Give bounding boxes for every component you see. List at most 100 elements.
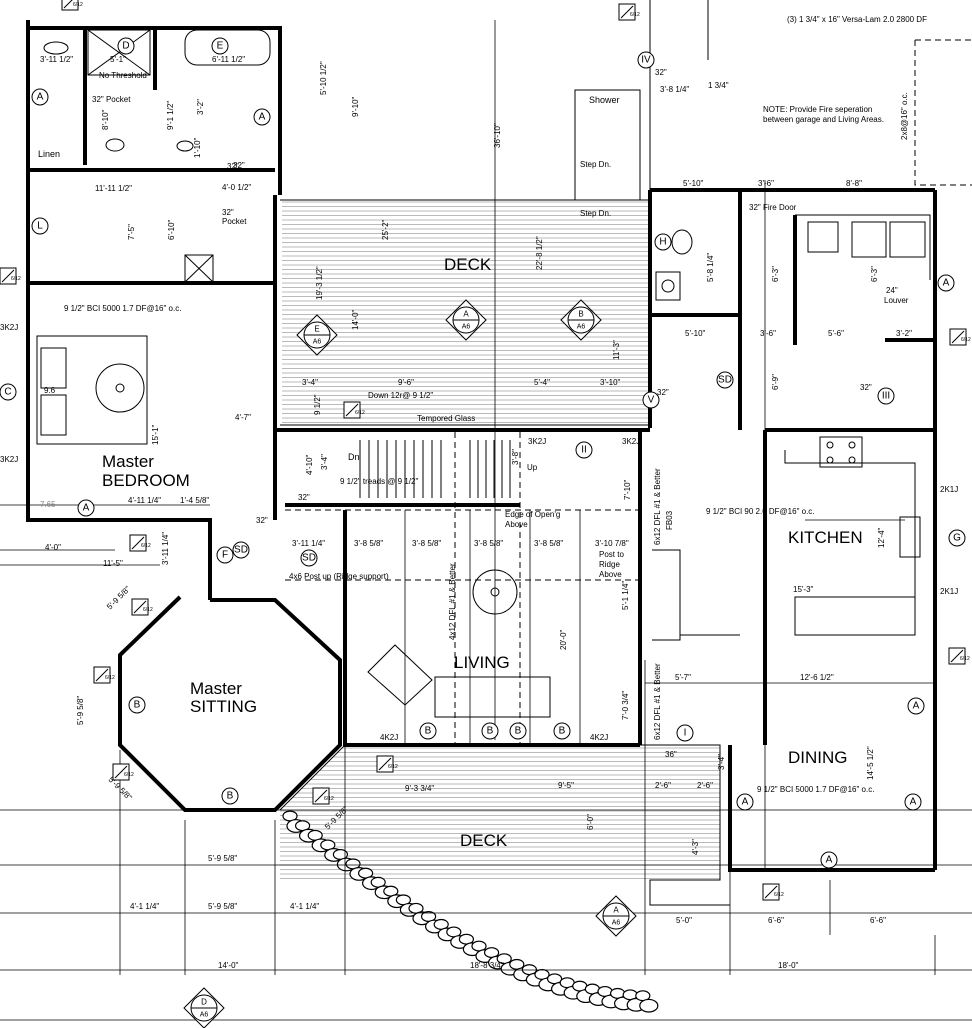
dim-d60: 20'-0" bbox=[559, 629, 568, 650]
dim-d45: 12'-4" bbox=[877, 527, 886, 548]
tag-window-f: F bbox=[216, 546, 234, 564]
tag-label: IV bbox=[641, 55, 651, 66]
tag-label: A bbox=[259, 112, 266, 123]
section-letter: A bbox=[463, 310, 469, 319]
pitch-label: 6/12 bbox=[105, 675, 115, 681]
roof-pitch-symbol: 6/12 bbox=[949, 328, 971, 346]
dim-d72: 6'-0" bbox=[586, 814, 595, 830]
dim-d37: 3'-10" bbox=[600, 378, 621, 387]
tag-door-1: I bbox=[676, 724, 694, 742]
note-garage-2: between garage and Living Areas. bbox=[763, 115, 884, 124]
tag-label: B bbox=[134, 700, 141, 711]
dim-d16: 7'-5" bbox=[127, 224, 136, 240]
dim-d47: 1'-4 5/8" bbox=[180, 496, 209, 505]
note-pocket-1: 32" Pocket bbox=[92, 95, 131, 104]
dim-d24: 8'-8" bbox=[846, 179, 862, 188]
roof-pitch-symbol: 6/12 bbox=[618, 3, 640, 21]
tag-label: B bbox=[487, 726, 494, 737]
tag-window-b: B bbox=[221, 787, 239, 805]
dim-d54: 3'-8 5/8" bbox=[474, 539, 503, 548]
tag-label: G bbox=[953, 533, 961, 544]
tag-label: B bbox=[515, 726, 522, 737]
dim-d53: 3'-8 5/8" bbox=[412, 539, 441, 548]
roof-pitch-symbol: 6/12 bbox=[61, 0, 83, 11]
dim-d28: 5'-10" bbox=[685, 329, 706, 338]
dim-d59: 5'-1 1/4" bbox=[621, 581, 630, 610]
note-fire-door: 32" Fire Door bbox=[749, 203, 797, 212]
note-pocket-2: 32" bbox=[222, 208, 234, 217]
dim-d55: 3'-8 5/8" bbox=[534, 539, 563, 548]
section-letter: B bbox=[578, 310, 583, 319]
roof-pitch-symbol: 6/12 bbox=[312, 787, 334, 805]
dim-d49: 3'-11 1/4" bbox=[161, 532, 170, 565]
dim-d15: 4'-0 1/2" bbox=[222, 183, 251, 192]
note-edge-opening-1: Edge of Open'g bbox=[505, 510, 560, 519]
tag-label: A bbox=[943, 278, 950, 289]
note-joist-ceiling: 2x8@16" o.c. bbox=[900, 92, 909, 140]
dim-d17: 6'-10" bbox=[167, 219, 176, 240]
tag-door-3: III bbox=[877, 387, 895, 405]
header-4k2j-b: 4K2J bbox=[590, 733, 608, 742]
tag-sd: SD bbox=[232, 541, 250, 559]
tag-window-g: G bbox=[948, 529, 966, 547]
room-label-shower: Shower bbox=[589, 95, 620, 105]
note-door-32-c: 32" bbox=[256, 516, 268, 525]
dim-d44: 7'-10" bbox=[623, 479, 632, 500]
dim-d39: 4'-7" bbox=[235, 413, 251, 422]
dim-d36: 5'-4" bbox=[534, 378, 550, 387]
dim-d48: 4'-0" bbox=[45, 543, 61, 552]
dim-d77: 4'-1 1/4" bbox=[290, 902, 319, 911]
pitch-label: 6/12 bbox=[960, 656, 970, 662]
dim-d25: 5'-8 1/4" bbox=[706, 253, 715, 282]
tag-label: C bbox=[4, 387, 11, 398]
pitch-label: 6/12 bbox=[630, 12, 640, 18]
note-louver-2: Louver bbox=[884, 296, 909, 305]
dim-d35: 9'-6" bbox=[398, 378, 414, 387]
note-treads: 9 1/2" treads @ 9 1/2" bbox=[340, 477, 418, 486]
dim-d14: 11'-11 1/2" bbox=[95, 184, 132, 193]
section-marker: D A6 bbox=[183, 987, 225, 1028]
dim-d64: 7'-0 3/4" bbox=[621, 691, 630, 720]
pitch-label: 6/12 bbox=[961, 337, 971, 343]
room-label-deck-lower: DECK bbox=[460, 831, 508, 850]
dim-d75: 4'-1 1/4" bbox=[130, 902, 159, 911]
dim-d38: 15'-1" bbox=[151, 424, 160, 445]
dim-d11: 9'-1 1/2" bbox=[166, 101, 175, 130]
dim-d80: 6'-6" bbox=[870, 916, 886, 925]
tag-window-a: A bbox=[820, 851, 838, 869]
tag-label: SD bbox=[302, 553, 316, 564]
dim-d08: 3'-8 1/4" bbox=[660, 85, 689, 94]
section-letter: D bbox=[201, 998, 207, 1007]
section-sheet: A6 bbox=[200, 1012, 209, 1019]
dim-d58: 5'-9 5/8" bbox=[76, 696, 85, 725]
note-bci-kitchen: 9 1/2" BCI 90 2.0 DF@16" o.c. bbox=[706, 507, 815, 516]
dim-d05: 9'-10" bbox=[351, 96, 360, 117]
dim-d07: 32" bbox=[233, 161, 245, 170]
header-2k1j-b: 2K1J bbox=[940, 587, 958, 596]
tag-label: I bbox=[684, 728, 687, 739]
pitch-label: 6/12 bbox=[73, 2, 83, 8]
roof-pitch-symbol: 6/12 bbox=[131, 598, 153, 616]
section-marker: BA6 bbox=[560, 299, 602, 341]
dim-d18: 25'-2" bbox=[381, 219, 390, 240]
stone-path bbox=[282, 810, 659, 1013]
note-post-ridge: 4x6 Post up (Ridge support) bbox=[289, 572, 389, 581]
dim-d66: 9'-3 3/4" bbox=[405, 784, 434, 793]
note-post-to-ridge-2: Ridge bbox=[599, 560, 620, 569]
tag-window-b: B bbox=[481, 722, 499, 740]
dim-d31: 3'-2" bbox=[896, 329, 912, 338]
dim-d21: 14'-0" bbox=[351, 309, 360, 330]
dim-d74: 5'-9 5/8" bbox=[208, 854, 237, 863]
room-label-deck-upper: DECK bbox=[444, 255, 492, 274]
dim-d13: 1'-10" bbox=[193, 137, 202, 158]
note-post-to-ridge-1: Post to bbox=[599, 550, 624, 559]
dim-d63: 12'-6 1/2" bbox=[800, 673, 834, 682]
dim-d78: 5'-0" bbox=[676, 916, 692, 925]
dim-d65: 14'-5 1/2" bbox=[866, 746, 875, 780]
tag-window-b: B bbox=[553, 722, 571, 740]
dim-d03: 6'-11 1/2" bbox=[212, 55, 245, 64]
tag-label: II bbox=[581, 445, 587, 456]
dim-d12: 3'-2" bbox=[196, 99, 205, 115]
note-value-96: 9.6 bbox=[44, 386, 56, 395]
tag-label: III bbox=[882, 391, 890, 402]
